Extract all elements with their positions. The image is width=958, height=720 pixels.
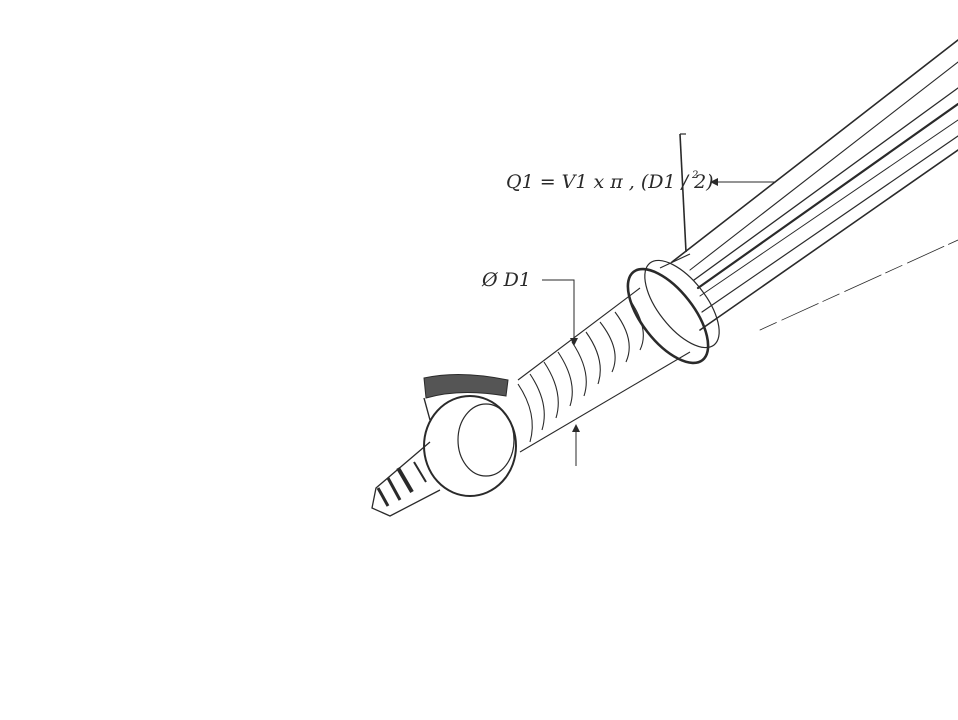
nozzle-band xyxy=(386,477,402,501)
collar-ring-inner xyxy=(644,259,720,349)
collar-top-edge xyxy=(659,253,691,269)
nozzle-tip xyxy=(371,441,441,517)
section-marker-line xyxy=(679,133,687,253)
corrugated-hose xyxy=(517,287,691,453)
joint-cap-top xyxy=(423,373,509,399)
tube-inner-line-2 xyxy=(693,87,958,281)
collar-ring-outer xyxy=(626,267,710,365)
hose-rib xyxy=(517,383,533,443)
joint-disc-inner xyxy=(457,403,515,477)
joint-neck xyxy=(423,397,431,421)
hose-top-edge xyxy=(517,287,641,381)
hose-rib xyxy=(599,321,616,373)
hose-rib xyxy=(585,331,601,385)
flow-formula-exponent: 2 xyxy=(691,170,698,181)
swivel-joint xyxy=(423,373,517,497)
tube-bottom-dash xyxy=(759,239,958,331)
diameter-arrowhead-bottom xyxy=(572,424,580,432)
hose-rib xyxy=(614,311,630,363)
diameter-annotation: Ø D1 xyxy=(481,269,580,466)
hose-rib xyxy=(629,299,644,351)
nozzle-band xyxy=(396,466,414,494)
nozzle-band xyxy=(413,461,427,483)
tube xyxy=(671,39,958,331)
flow-formula-text: Q1 = V1 x π , (D1 / 2) xyxy=(506,171,714,193)
hose-rib xyxy=(557,351,573,407)
flow-arrowhead xyxy=(710,178,718,186)
nozzle-band xyxy=(376,487,390,507)
hose-rib xyxy=(543,361,559,419)
tube-inner-line-1 xyxy=(689,61,958,271)
tube-inner-line-3 xyxy=(696,102,958,290)
diameter-leader-line xyxy=(542,279,575,340)
tube-outer-bottom xyxy=(699,149,958,331)
tube-inner-line-4 xyxy=(699,119,958,297)
tube-inner-line-5 xyxy=(701,135,958,313)
joint-disc-outer xyxy=(423,395,517,497)
collar xyxy=(626,253,720,365)
diameter-arrowhead-top xyxy=(570,338,578,346)
hose-rib xyxy=(571,341,587,397)
tube-outer-top xyxy=(671,39,958,263)
hose-rib xyxy=(529,373,545,431)
flow-annotation: Q1 = V1 x π , (D1 / 2) 2 xyxy=(506,133,776,253)
hose-bottom-edge xyxy=(519,351,691,453)
diameter-label-text: Ø D1 xyxy=(481,269,531,291)
nozzle-body xyxy=(371,441,441,517)
